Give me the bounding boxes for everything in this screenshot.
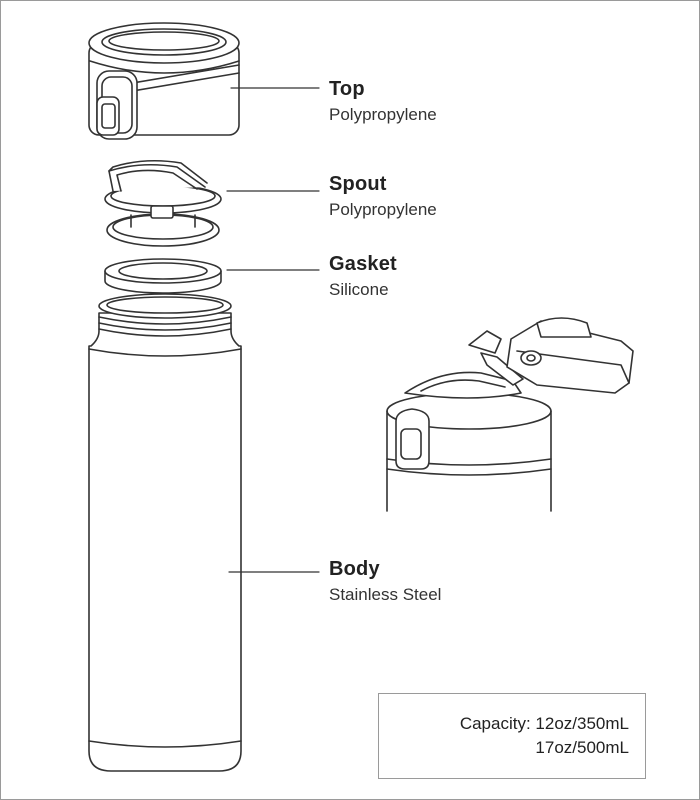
capacity-value-small: 12oz/350mL <box>535 714 629 733</box>
gasket-drawing <box>104 258 222 294</box>
body-drawing <box>88 293 242 772</box>
component-name: Spout <box>329 173 387 195</box>
callout-body: Body Stainless Steel <box>329 557 441 606</box>
spout-drawing <box>104 159 222 247</box>
component-name: Gasket <box>329 253 397 275</box>
component-material: Silicone <box>329 280 389 299</box>
component-material: Polypropylene <box>329 105 437 124</box>
capacity-label: Capacity: <box>459 714 531 733</box>
top-lid-drawing <box>88 22 240 140</box>
capacity-box: Capacity: 12oz/350mL 17oz/500mL <box>378 693 646 779</box>
callout-top: Top Polypropylene <box>329 77 437 126</box>
callout-spout: Spout Polypropylene <box>329 172 437 221</box>
capacity-value-large: 17oz/500mL <box>535 738 629 757</box>
component-material: Stainless Steel <box>329 585 442 604</box>
assembled-bottle-drawing <box>386 317 634 512</box>
capacity-line-1: Capacity: 12oz/350mL <box>460 714 629 734</box>
component-name: Body <box>329 558 380 580</box>
component-name: Top <box>329 78 365 100</box>
component-material: Polypropylene <box>329 200 437 219</box>
callout-gasket: Gasket Silicone <box>329 252 397 301</box>
